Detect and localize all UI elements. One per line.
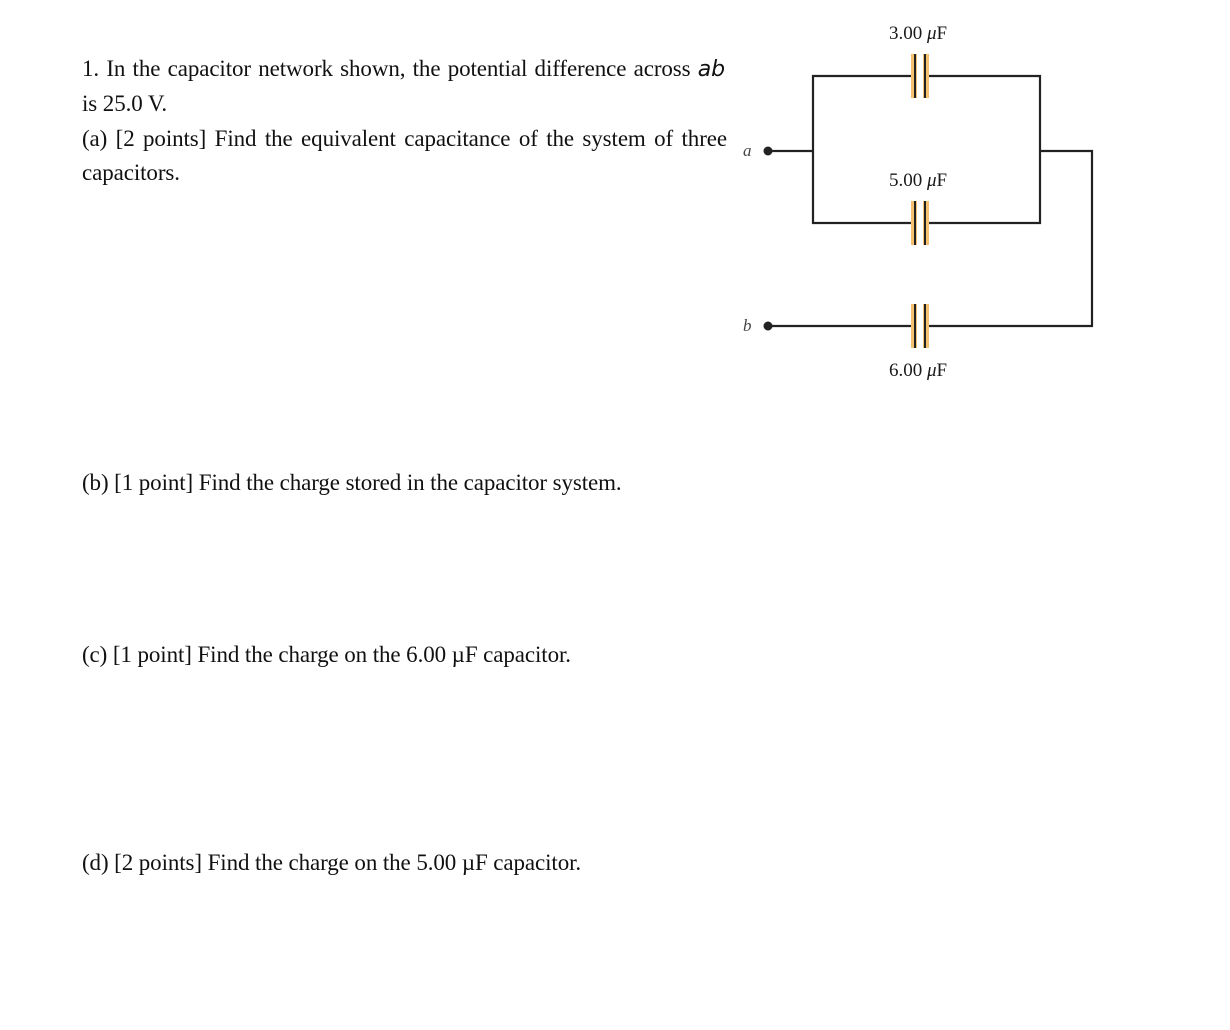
question-intro: 1. In the capacitor network shown, the p… — [82, 52, 725, 121]
node-a-label: a — [743, 141, 752, 160]
intro-prefix: 1. In the capacitor network shown, the p… — [82, 56, 698, 81]
wire-series-link — [927, 149, 1094, 328]
question-part-c: (c) [1 point] Find the charge on the 6.0… — [82, 642, 571, 667]
question-part-d: (d) [2 points] Find the charge on the 5.… — [82, 850, 582, 875]
capacitor-5uf-label: 5.00 μF — [889, 170, 947, 191]
capacitor-5uf — [911, 201, 929, 245]
intro-suffix: is 25.0 V. — [82, 91, 168, 116]
wire-parallel-left — [811, 74, 913, 225]
capacitor-3uf — [911, 54, 929, 98]
terminal-a-dot — [763, 146, 773, 156]
capacitor-6uf — [911, 304, 929, 348]
intro-variable: ab — [697, 57, 725, 82]
capacitor-6uf-label: 6.00 μF — [889, 360, 947, 381]
circuit-wires — [768, 74, 1094, 328]
question-part-b: (b) [1 point] Find the charge stored in … — [82, 470, 622, 495]
wire-parallel-right — [927, 74, 1042, 225]
capacitor-network-diagram: 3.00 μF 5.00 μF 6.00 μF a b — [743, 23, 1094, 381]
capacitor-3uf-label: 3.00 μF — [889, 23, 947, 44]
node-b-label: b — [743, 316, 752, 335]
question-part-a: (a) [2 points] Find the equivalent capac… — [82, 126, 727, 185]
terminal-b-dot — [763, 321, 773, 331]
